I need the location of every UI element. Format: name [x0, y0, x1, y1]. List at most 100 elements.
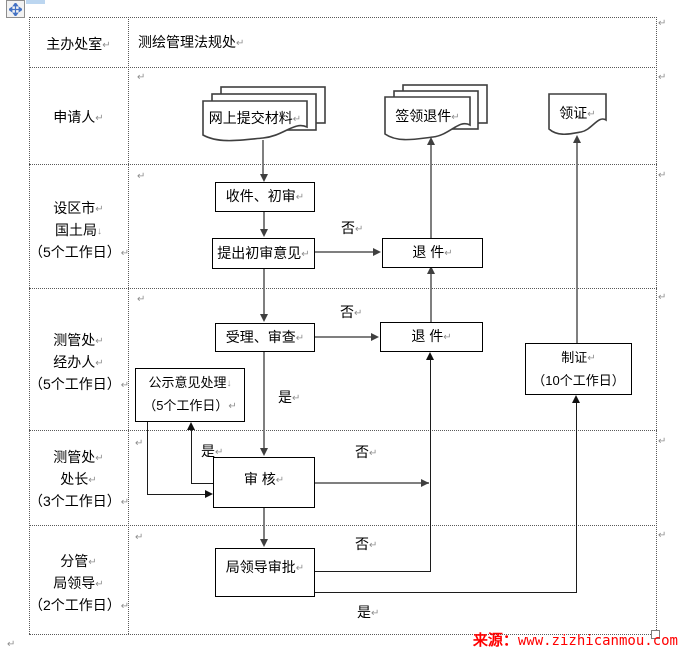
- role-line: 分管: [60, 553, 89, 569]
- box-make-certificate[interactable]: 制证↵ （10个工作日）: [525, 343, 632, 395]
- box-publicity-opinion[interactable]: 公示意见处理↓ （5个工作日）↵: [135, 368, 245, 422]
- role-line: 国土局: [55, 222, 97, 238]
- arrowhead: [573, 135, 581, 143]
- arrowhead: [427, 266, 435, 274]
- pilcrow-mark: ↵: [102, 40, 111, 51]
- table-row-divider-3: [29, 288, 657, 289]
- document-certificate-pickup[interactable]: [548, 93, 607, 135]
- table-move-handle[interactable]: [6, 0, 25, 18]
- connector-submit-to-receive: [262, 140, 264, 174]
- box-receive-initial-review[interactable]: 收件、初审↵: [215, 182, 315, 212]
- connector-return1-to-signreturn: [430, 144, 432, 238]
- pilcrow-mark: ↵: [292, 114, 302, 125]
- connector-review-to-publicity-vertical: [191, 430, 192, 484]
- connector-approval-no-vertical: [430, 360, 431, 572]
- pilcrow-mark: ↵: [120, 248, 130, 259]
- box-label: 提出初审意见: [217, 244, 302, 261]
- pilcrow-mark: ↵: [137, 72, 146, 83]
- connector-review-to-approval: [263, 508, 265, 539]
- branch-text: 是: [357, 604, 371, 620]
- pilcrow-mark: ↵: [120, 380, 130, 391]
- pilcrow-mark: ↵: [295, 192, 305, 203]
- source-credit-url: www.zizhicanmou.com: [517, 633, 678, 649]
- pilcrow-mark: ↵: [444, 248, 453, 259]
- document-sign-return-pickup[interactable]: [384, 96, 471, 141]
- pilcrow-mark: ↵: [587, 352, 596, 364]
- branch-text: 否: [355, 444, 369, 460]
- box-return-item-2[interactable]: 退 件↵: [380, 322, 483, 352]
- connector-approval-no-horizontal: [315, 571, 430, 572]
- pilcrow-mark: ↵: [7, 639, 16, 650]
- connector-receive-to-opinion: [263, 211, 265, 229]
- arrowhead: [572, 395, 580, 403]
- role-line: 测管处: [53, 332, 96, 348]
- pilcrow-mark: ↵: [658, 170, 667, 181]
- pilcrow-mark: ↵: [369, 540, 378, 551]
- connector-opinion-to-return1: [315, 251, 373, 253]
- pilcrow-mark: ↵: [658, 72, 667, 83]
- branch-label-no-3: 否↵: [355, 444, 377, 462]
- connector-certify-to-pickup: [576, 142, 578, 343]
- pilcrow-mark: ↵: [135, 532, 144, 543]
- arrowhead: [260, 314, 268, 322]
- pilcrow-mark: ↵: [88, 475, 97, 486]
- box-label: 公示意见处理: [148, 375, 227, 390]
- pilcrow-mark: ↵: [369, 448, 378, 459]
- arrowhead: [260, 229, 268, 237]
- branch-label-yes-1: 是↵: [278, 389, 300, 407]
- doc-label-text: 签领退件: [395, 108, 452, 124]
- highlight-strip: [26, 0, 45, 4]
- connector-publicity-to-review-vertical: [147, 422, 148, 495]
- role-line: （5个工作日）: [29, 244, 121, 260]
- branch-label-no-1: 否↵: [341, 220, 363, 238]
- box-label: （10个工作日）: [532, 372, 625, 388]
- table-border-left: [29, 17, 30, 634]
- role-line: 设区市: [53, 200, 96, 216]
- cell-applicant: 申请人↵: [29, 107, 128, 129]
- cell-host-office-value: 测绘管理法规处↵: [138, 34, 244, 52]
- pilcrow-mark: ↵: [443, 332, 452, 343]
- arrowhead: [205, 490, 213, 498]
- arrowhead: [260, 174, 268, 182]
- pilcrow-mark: ↵: [295, 332, 305, 344]
- branch-label-yes-3: 是↵: [357, 604, 379, 622]
- linebreak-mark: ↓: [226, 378, 232, 389]
- table-border-top: [29, 17, 657, 18]
- connector-approval-yes-vertical: [576, 403, 577, 593]
- box-accept-examine[interactable]: 受理、审查↵: [215, 323, 315, 352]
- pilcrow-mark: ↵: [354, 308, 363, 319]
- pilcrow-mark: ↵: [658, 530, 667, 541]
- pilcrow-mark: ↵: [95, 204, 104, 215]
- box-return-item-1[interactable]: 退 件↵: [382, 238, 483, 268]
- host-office-value: 测绘管理法规处: [138, 34, 236, 50]
- box-label: 制证: [561, 349, 588, 365]
- pilcrow-mark: ↵: [120, 601, 130, 612]
- table-resize-handle[interactable]: [651, 630, 660, 639]
- connector-approval-yes-horizontal: [315, 592, 577, 593]
- pilcrow-mark: ↵: [658, 436, 667, 447]
- document-certificate-pickup-label: 领证↵: [548, 103, 607, 123]
- role-line: （3个工作日）: [29, 493, 121, 509]
- arrowhead: [187, 422, 195, 430]
- table-column-divider: [128, 17, 129, 634]
- connector-accept-to-review: [263, 352, 265, 448]
- pilcrow-mark: ↵: [292, 393, 301, 404]
- pilcrow-mark: ↵: [295, 563, 305, 574]
- pilcrow-mark: ↵: [275, 474, 285, 486]
- box-initial-review-opinion[interactable]: 提出初审意见↵: [212, 238, 315, 269]
- source-credit-prefix: 来源：: [472, 632, 518, 649]
- role-line: （2个工作日）: [29, 597, 121, 613]
- pilcrow-mark: ↵: [355, 224, 364, 235]
- cell-survey-office-chief: 测管处↵ 处长↵ （3个工作日）↵: [29, 447, 129, 513]
- table-row-divider-4: [29, 430, 657, 431]
- arrowhead: [371, 333, 379, 341]
- document-submit-online[interactable]: [202, 100, 308, 142]
- connector-publicity-to-review-horizontal: [147, 494, 205, 495]
- table-row-divider-2: [29, 164, 657, 165]
- linebreak-mark: ↓: [97, 226, 102, 237]
- box-review[interactable]: 审 核↵: [213, 457, 315, 508]
- connector-opinion-to-accept: [263, 269, 265, 314]
- box-label: 局领导审批: [225, 559, 296, 575]
- box-bureau-leader-approval[interactable]: 局领导审批↵: [215, 548, 315, 597]
- box-label: 退 件: [411, 328, 444, 344]
